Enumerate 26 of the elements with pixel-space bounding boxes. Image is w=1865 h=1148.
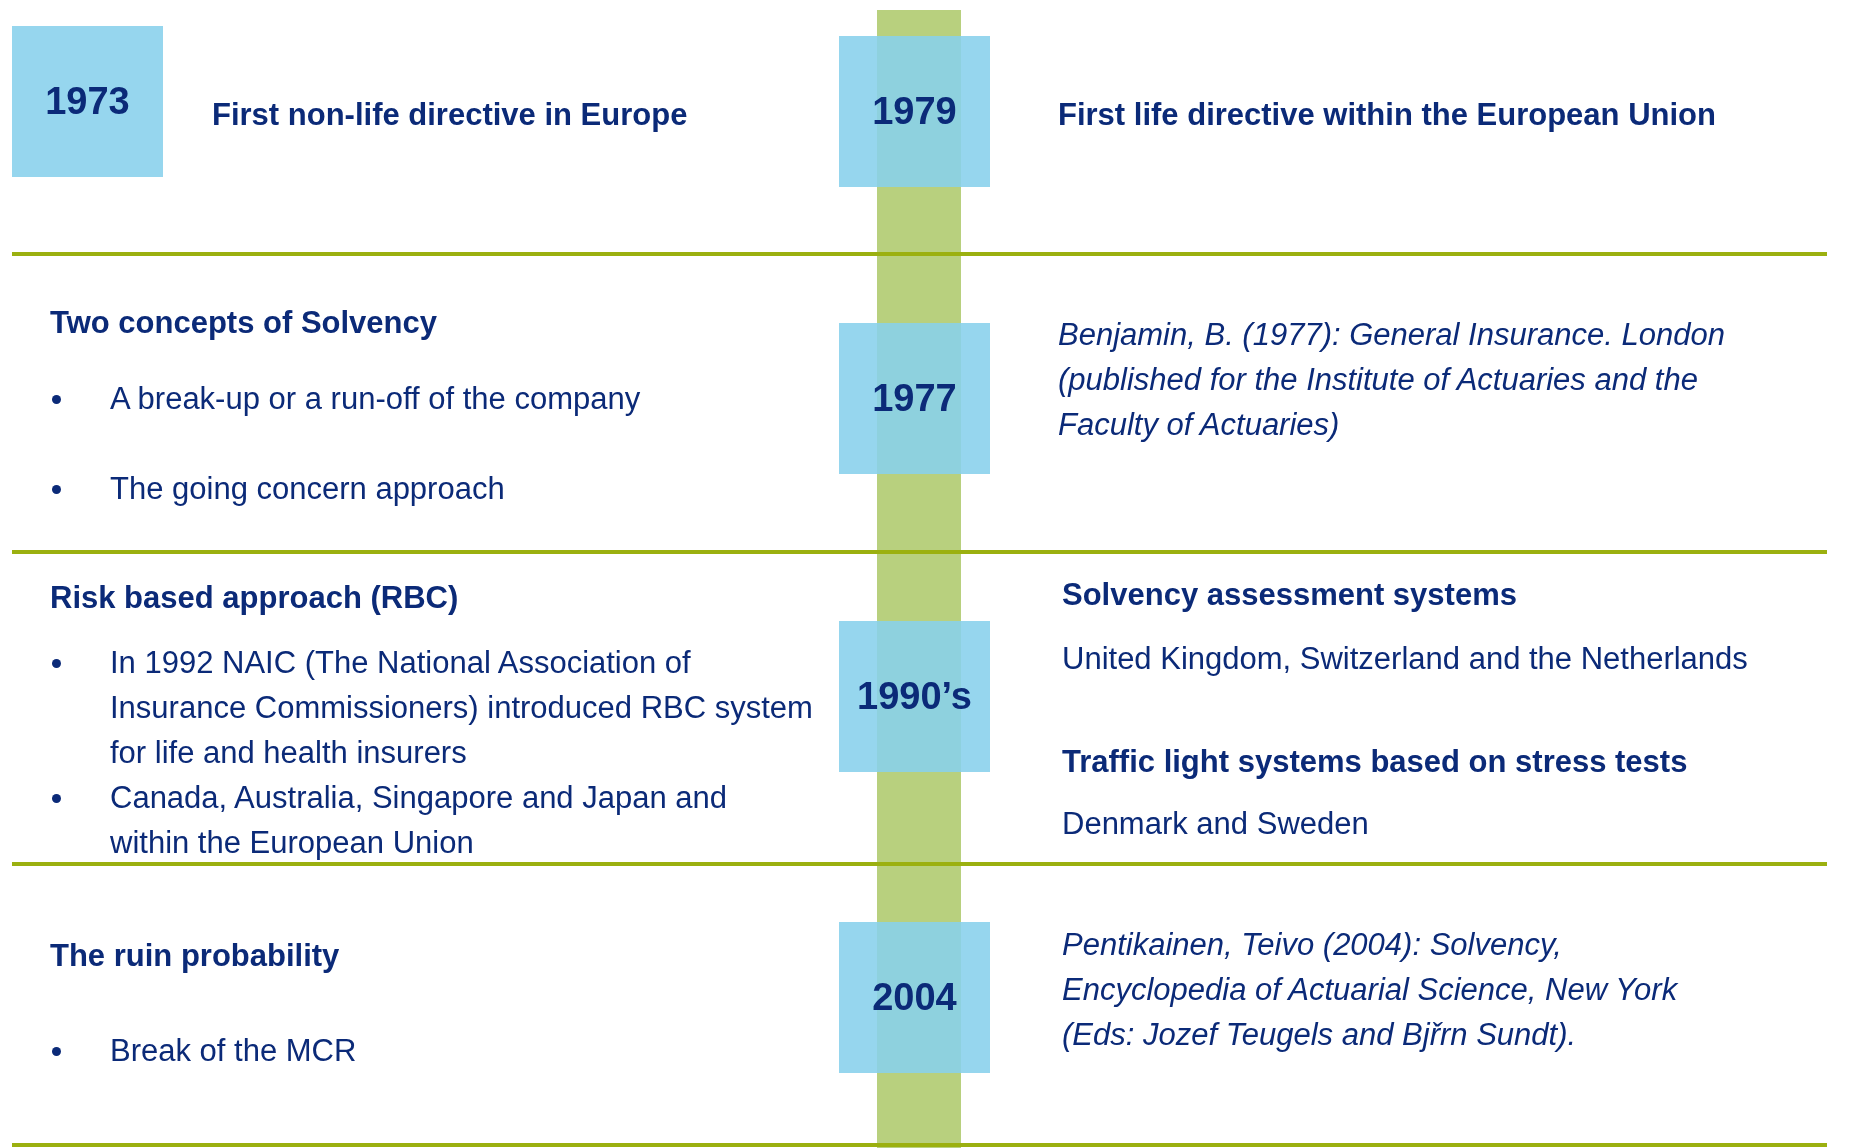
bullet-text: The going concern approach — [110, 470, 506, 508]
year-box — [839, 922, 990, 1073]
year-box — [839, 621, 990, 772]
year-label: 2004 — [872, 976, 957, 1019]
heading: Two concepts of Solvency — [50, 304, 438, 342]
heading: Traffic light systems based on stress tests — [1062, 743, 1689, 781]
bullet-text: Break of the MCR — [110, 1032, 358, 1070]
heading: First life directive within the European Union — [1058, 96, 1717, 134]
citation-text: Pentikainen, Teivo (2004): Solvency, Encyclopedia of Actuarial Science, New York (Eds: Jozef Teugels and Bjřrn Sundt). — [1062, 926, 1679, 1054]
year-box — [12, 26, 163, 177]
heading: Solvency assessment systems — [1062, 576, 1518, 614]
bullet-text: Canada, Australia, Singapore and Japan and within the European Union — [110, 779, 729, 862]
body-text: Denmark and Sweden — [1062, 805, 1370, 843]
year-box — [839, 323, 990, 474]
year-label: 1977 — [872, 377, 957, 420]
heading: Risk based approach (RBC) — [50, 579, 460, 617]
bullet-text: In 1992 NAIC (The National Association of Insurance Commissioners) introduced RBC system for life and health insurers — [110, 644, 814, 772]
year-label: 1990’s — [857, 675, 972, 718]
year-label: 1979 — [872, 90, 957, 133]
bullet-text: A break-up or a run-off of the company — [110, 380, 642, 418]
citation-text: Benjamin, B. (1977): General Insurance. London (published for the Institute of Actuaries and the Faculty of Actuaries) — [1058, 316, 1726, 444]
year-label: 1973 — [45, 80, 130, 123]
heading: The ruin probability — [50, 937, 341, 975]
year-box — [839, 36, 990, 187]
heading: First non-life directive in Europe — [212, 96, 689, 134]
body-text: United Kingdom, Switzerland and the Netherlands — [1062, 640, 1749, 678]
